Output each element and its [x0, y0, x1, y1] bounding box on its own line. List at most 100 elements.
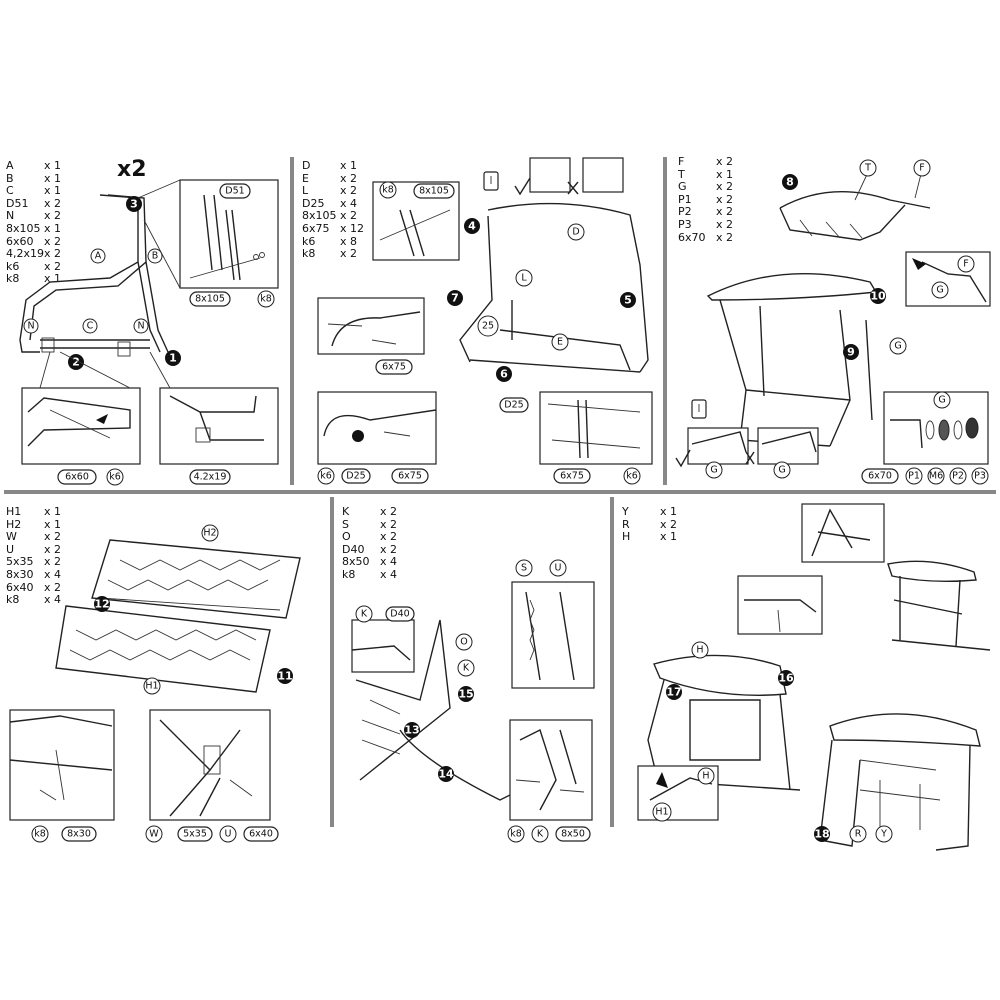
- label-u-circle: [549, 559, 567, 577]
- part-code: D25: [302, 196, 325, 210]
- part-code: H2: [6, 517, 22, 531]
- part-code: L: [302, 184, 309, 198]
- inset-correct: [529, 157, 571, 193]
- part-qty: x 1: [716, 167, 734, 181]
- label-h1-circle: [652, 802, 672, 822]
- label-8x50: 8x50: [561, 829, 585, 840]
- label-p2: P2: [952, 471, 964, 482]
- label-w: W: [149, 829, 159, 840]
- step-5-marker: [620, 292, 636, 308]
- part-code: E: [302, 171, 309, 185]
- label-h2-circle: [201, 524, 219, 542]
- part-qty: x 2: [44, 580, 62, 594]
- part-code: 5x35: [6, 555, 34, 569]
- part-qty: x 2: [44, 259, 62, 273]
- part-code: k6: [6, 259, 20, 273]
- label-d40-box: [385, 606, 415, 622]
- label-y: Y: [880, 829, 887, 840]
- part-qty: x 2: [660, 517, 678, 531]
- label-k8: k8: [34, 829, 46, 840]
- label-6x75-box: [375, 359, 413, 375]
- label-m6-circle: [927, 467, 945, 485]
- part-qty: x 2: [380, 542, 398, 556]
- label-f-circle: [957, 255, 975, 273]
- part-code: 6x75: [302, 221, 330, 235]
- parts-row: 8x30 x 4: [6, 567, 84, 582]
- check-icon: [675, 449, 691, 468]
- label-w-circle: [145, 825, 163, 843]
- label-8x105-box: [189, 291, 231, 307]
- part-qty: x 2: [716, 205, 734, 219]
- part-code: k8: [342, 567, 356, 581]
- label-6x70: 6x70: [868, 471, 892, 482]
- part-code: R: [622, 517, 630, 531]
- part-code: B: [6, 171, 14, 185]
- label-d: D: [572, 227, 579, 238]
- step-3-marker: [126, 196, 142, 212]
- step-8: 8: [786, 176, 794, 189]
- part-code: D51: [6, 196, 29, 210]
- label-6x60-box: [57, 469, 97, 485]
- parts-row: 6x40 x 2: [6, 580, 84, 595]
- part-code: S: [342, 517, 349, 531]
- part-qty: x 4: [44, 593, 62, 607]
- label-6x40-box: [243, 826, 279, 842]
- part-code: 8x50: [342, 555, 370, 569]
- part-code: C: [6, 184, 14, 198]
- step-10: 10: [870, 290, 886, 303]
- horizontal-divider: [4, 490, 996, 494]
- step-17-marker: [666, 684, 682, 700]
- part-code: K: [342, 505, 350, 518]
- label-k8-circle: [31, 825, 49, 843]
- label-b-circle: [147, 248, 163, 264]
- label-b: B: [152, 251, 159, 262]
- label-d25-b-box: [341, 468, 371, 484]
- step-1: 1: [169, 352, 177, 365]
- inset-d25-right: [539, 391, 653, 465]
- part-code: P1: [678, 192, 692, 206]
- step-12: 12: [94, 598, 109, 611]
- part-code: 8x30: [6, 567, 34, 581]
- step-13-marker: [404, 722, 420, 738]
- label-u: U: [225, 829, 232, 840]
- label-g-d: G: [778, 465, 785, 476]
- part-qty: x 1: [44, 159, 62, 172]
- label-p3: P3: [974, 471, 986, 482]
- label-n-right-circle: [133, 318, 149, 334]
- label-p1-circle: [905, 467, 923, 485]
- label-g-a-circle: [931, 281, 949, 299]
- arrow-icon: [656, 772, 668, 788]
- label-h1-circle: [143, 677, 161, 695]
- inset-hook: [737, 575, 823, 635]
- inset-g-incorrect: [757, 427, 819, 465]
- part-code: 6x40: [6, 580, 34, 594]
- part-qty: x 4: [44, 567, 62, 581]
- part-code: D: [302, 159, 311, 172]
- step-18-marker: [814, 826, 830, 842]
- label-8x105: 8x105: [195, 294, 225, 305]
- part-code: 4,2x19: [6, 247, 45, 261]
- part-code: H1: [6, 505, 22, 518]
- label-h2: H2: [203, 528, 216, 539]
- multiplier-x2: x2: [117, 157, 147, 182]
- step-15: 15: [458, 688, 473, 701]
